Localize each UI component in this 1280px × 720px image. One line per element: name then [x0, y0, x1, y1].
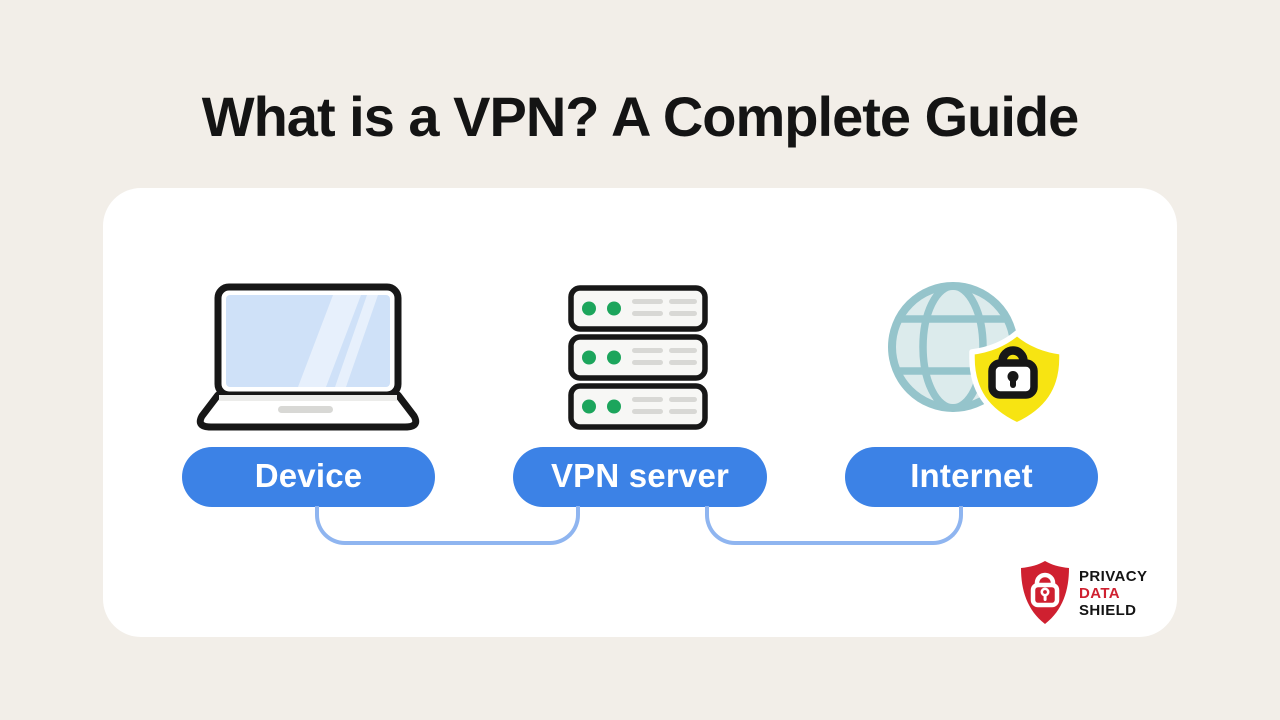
- vpn-server-label-pill: VPN server: [513, 447, 767, 507]
- server-unit: [568, 285, 708, 332]
- brand-logo: PRIVACY DATA SHIELD: [1018, 558, 1147, 628]
- shield-lock-icon: [1021, 561, 1069, 624]
- page-title: What is a VPN? A Complete Guide: [201, 85, 1080, 148]
- server-unit: [568, 334, 708, 381]
- trackpad: [278, 406, 333, 413]
- server-unit: [568, 383, 708, 430]
- laptop-icon: [196, 283, 420, 431]
- connector-device-vpn: [315, 506, 580, 545]
- brand-line: SHIELD: [1079, 601, 1137, 619]
- brand-line: PRIVACY: [1079, 567, 1148, 585]
- shield-lock-icon: [969, 330, 1065, 428]
- server-rack-icon: [568, 285, 708, 430]
- brand-line: DATA: [1079, 584, 1121, 602]
- diagram-card: Device VPN server Internet PRIVACY DATA …: [103, 188, 1177, 637]
- device-label-pill: Device: [182, 447, 435, 507]
- laptop-screen: [226, 295, 390, 387]
- internet-label-pill: Internet: [845, 447, 1098, 507]
- connector-vpn-internet: [705, 506, 963, 545]
- globe-shield-lock-icon: [888, 282, 1065, 428]
- brand-wordmark: PRIVACY DATA SHIELD: [1079, 568, 1147, 619]
